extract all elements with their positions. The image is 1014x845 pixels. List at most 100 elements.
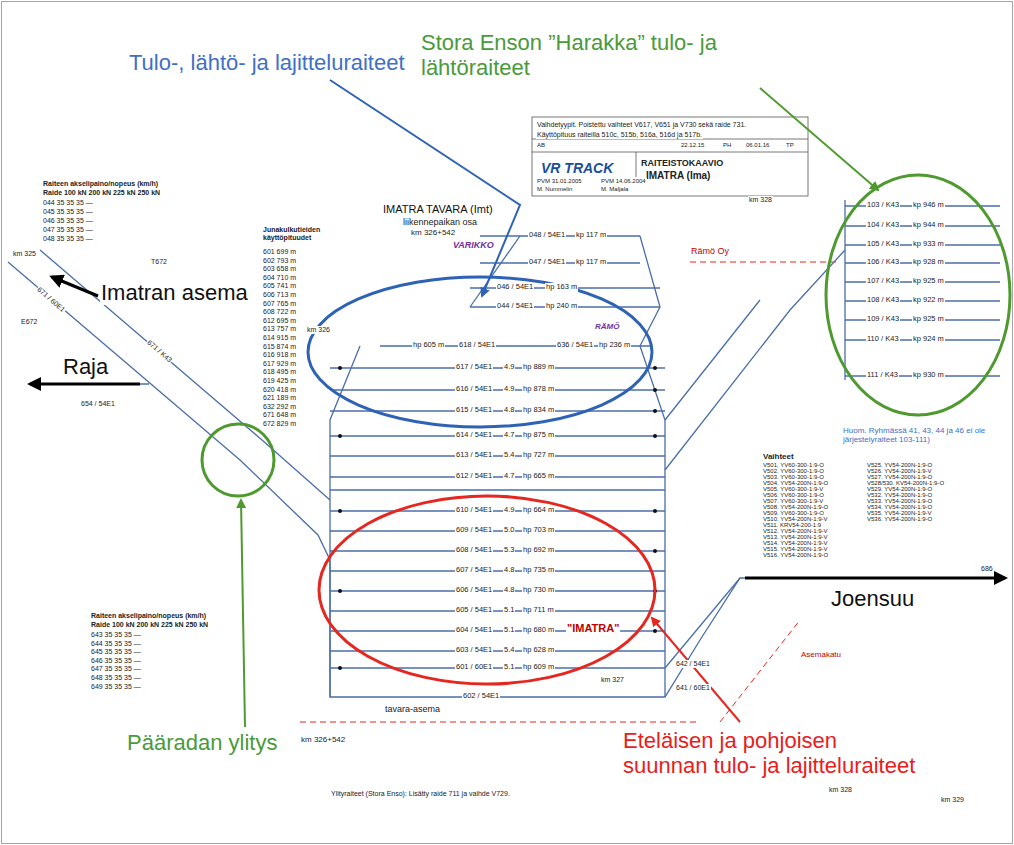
callout-text: Eteläisen ja pohjoisen suunnan tulo- ja …: [622, 728, 924, 779]
callout-arrow: [760, 88, 878, 190]
table-cell: 603 658 m: [262, 265, 297, 273]
track-label: 4.7: [503, 431, 515, 440]
track-label: 107 / K43: [866, 277, 900, 286]
track-label: 108 / K43: [866, 296, 900, 305]
track-line: [8, 262, 1005, 697]
title-cell: PVM 14.06.2004: [600, 178, 647, 185]
direction-arrow: [30, 383, 140, 386]
km-marker: km 328: [828, 786, 853, 794]
area-name: VARIKKO: [452, 240, 495, 250]
track-label: 4.9: [503, 506, 515, 515]
track-label: 048 / 54E1: [528, 231, 566, 240]
logo-text: VR TRACK: [540, 160, 614, 176]
callout-text: Stora Enson ”Harakka” tulo- ja lähtörait…: [420, 30, 802, 81]
track-label: 105 / K43: [866, 240, 900, 249]
table-cell: 671 648 m: [262, 411, 297, 419]
table-cell: 620 418 m: [262, 386, 297, 394]
table-cell: 621 189 m: [262, 394, 297, 402]
track-line: [665, 578, 740, 668]
km-marker: km 329: [940, 796, 965, 804]
title-block: [532, 117, 808, 196]
signal-symbol: [653, 629, 657, 633]
table-cell: 643 35 35 35 —: [90, 631, 142, 639]
track-label: kp 928 m: [912, 258, 945, 267]
table-cell: 615 874 m: [262, 343, 297, 351]
km-marker: km 328: [748, 196, 773, 204]
track-label: 4.8: [503, 566, 515, 575]
table-cell: 048 35 35 35 —: [42, 235, 94, 243]
track-label: 671 / 60E1: [35, 285, 67, 315]
road-boundary: [720, 620, 800, 722]
table-cell: 648 35 35 35 —: [90, 674, 142, 682]
highlight-ellipse: [319, 496, 655, 684]
track-label: kp 925 m: [912, 277, 945, 286]
title-cell: M. Maljala: [600, 186, 629, 193]
track-label: kp 924 m: [912, 335, 945, 344]
track-line: [330, 667, 665, 668]
track-label: hp 834 m: [522, 406, 555, 415]
revision-note: Vaihdetyypit. Poistettu vaihteet V617, V…: [536, 121, 747, 129]
track-label: 613 / 54E1: [455, 451, 493, 460]
track-label: hp 692 m: [522, 546, 555, 555]
title-block: [532, 152, 808, 153]
track-label: 5.4: [503, 451, 515, 460]
track-label: hp 703 m: [522, 526, 555, 535]
revision-note: Käyttöpituus raiteilla 510c, 515b, 516a,…: [536, 131, 703, 139]
track-line: [330, 410, 665, 411]
table-cell: 606 713 m: [262, 291, 297, 299]
note-text: Huom. Ryhmässä 41, 43, 44 ja 46 ei ole j…: [842, 426, 1009, 444]
track-line: [330, 367, 665, 368]
table-cell: 617 929 m: [262, 360, 297, 368]
track-label: hp 240 m: [545, 302, 578, 311]
table-cell: 602 793 m: [262, 257, 297, 265]
track-label: 636 / 54E1: [556, 341, 594, 350]
track-line: [330, 570, 665, 571]
track-label: 641 / 60E1: [675, 684, 711, 692]
track-label: 605 / 54E1: [455, 606, 493, 615]
track-label: 4.8: [503, 586, 515, 595]
direction-arrow: [745, 577, 1005, 580]
track-line: [844, 200, 845, 380]
signal-symbol: [653, 509, 657, 513]
signal-symbol: [653, 434, 657, 438]
track-label: 109 / K43: [866, 315, 900, 324]
area-name: RÄMÖ: [594, 322, 620, 331]
track-label: 5.0: [503, 526, 515, 535]
track-label: 616 / 54E1: [455, 385, 493, 394]
title-cell: TP: [785, 142, 795, 149]
signal-symbol: [338, 366, 342, 370]
callout-arrow: [241, 80, 878, 727]
table-cell: 605 741 m: [262, 282, 297, 290]
track-label: hp 163 m: [545, 283, 578, 292]
table-cell: 601 699 m: [262, 248, 297, 256]
table-heading: Raide 100 kN 200 kN 225 kN 250 kN: [42, 189, 161, 197]
road-boundary: [300, 722, 700, 723]
signal-symbol: [338, 666, 342, 670]
track-label: hp 628 m: [522, 646, 555, 655]
signal-symbol: [653, 409, 657, 413]
track-label: 5.1: [503, 663, 515, 672]
track-label: kp 117 m: [575, 258, 607, 267]
track-label: 110 / K43: [866, 335, 900, 344]
km-marker: km 326: [306, 326, 331, 334]
track-label: 614 / 54E1: [455, 431, 493, 440]
title-text: RAITEISTOKAAVIO: [640, 158, 724, 168]
signal-symbol: [338, 434, 342, 438]
track-label: kp 922 m: [912, 296, 945, 305]
track-label: kp 946 m: [912, 201, 945, 210]
signal-symbol: [653, 366, 657, 370]
track-label: hp 609 m: [522, 663, 555, 672]
callout-text: Tulo-, lähtö- ja lajitteluraiteet: [128, 50, 406, 75]
place-name: Imatran asema: [100, 280, 249, 305]
track-label: 603 / 54E1: [455, 646, 493, 655]
track-label: 103 / K43: [866, 201, 900, 210]
track-label: hp 665 m: [522, 472, 555, 481]
track-label: 046 / 54E1: [496, 283, 534, 292]
table-heading: Raiteen akselipaino/nopeus (km/h): [90, 612, 207, 620]
track-label: 617 / 54E1: [455, 363, 493, 372]
title-block: [532, 117, 808, 196]
table-cell: 616 918 m: [262, 351, 297, 359]
